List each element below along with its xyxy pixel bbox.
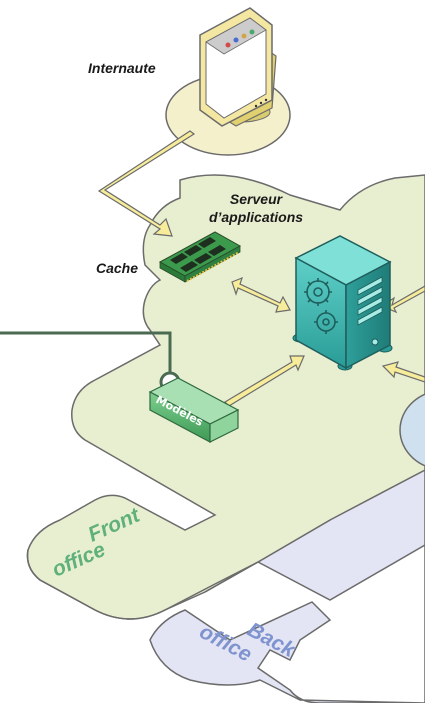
arrow-right-lower xyxy=(381,361,425,383)
memory-chip-icon xyxy=(158,231,242,283)
database-disc xyxy=(399,393,425,467)
label-internaute: Internaute xyxy=(88,60,156,76)
label-serveur-line2: d’applications xyxy=(209,209,303,225)
internaute-station xyxy=(165,7,291,156)
arrow-internaute-cache xyxy=(97,130,196,237)
back-office-shape xyxy=(149,470,425,703)
arrow-cache-server xyxy=(231,276,291,313)
label-cache: Cache xyxy=(96,260,138,276)
server-tower-icon xyxy=(292,235,393,371)
module-box-icon xyxy=(148,377,240,443)
label-serveur-line1: Serveur xyxy=(230,191,284,207)
gear-icon xyxy=(304,278,338,334)
arrow-modeles-server xyxy=(224,355,305,407)
front-office-edge xyxy=(26,549,259,620)
arrows xyxy=(97,130,425,407)
monitor-icon xyxy=(199,7,277,127)
